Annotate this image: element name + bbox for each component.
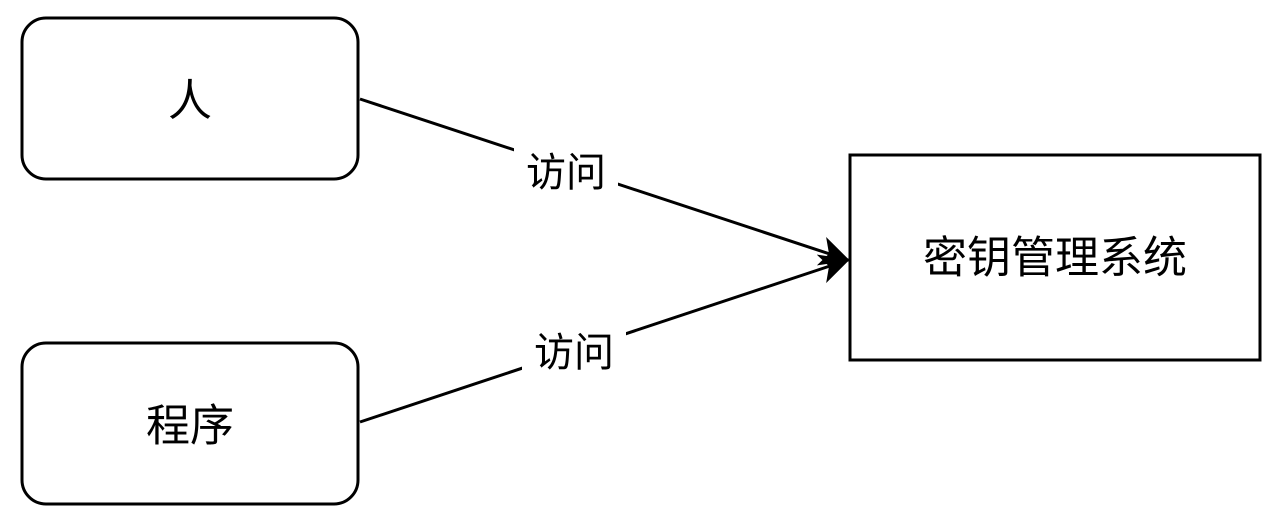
node-person-label: 人 — [168, 76, 212, 127]
node-person[interactable]: 人 — [20, 16, 360, 181]
edge-person-to-kms-label: 访问 — [526, 150, 606, 196]
edge-person-to-kms[interactable]: 访问 — [359, 97, 850, 266]
edge-program-to-kms-label: 访问 — [534, 330, 614, 376]
node-program[interactable]: 程序 — [20, 341, 360, 506]
node-person-box — [20, 16, 360, 181]
node-program-box — [20, 341, 360, 506]
node-kms-label: 密钥管理系统 — [923, 233, 1187, 284]
edge-program-to-kms[interactable]: 访问 — [359, 254, 850, 424]
node-program-label: 程序 — [146, 401, 234, 452]
edge-program-to-kms-label-bg — [522, 326, 626, 380]
edge-person-to-kms-label-bg — [514, 146, 618, 200]
node-kms-box — [848, 153, 1262, 362]
node-kms[interactable]: 密钥管理系统 — [848, 153, 1262, 362]
